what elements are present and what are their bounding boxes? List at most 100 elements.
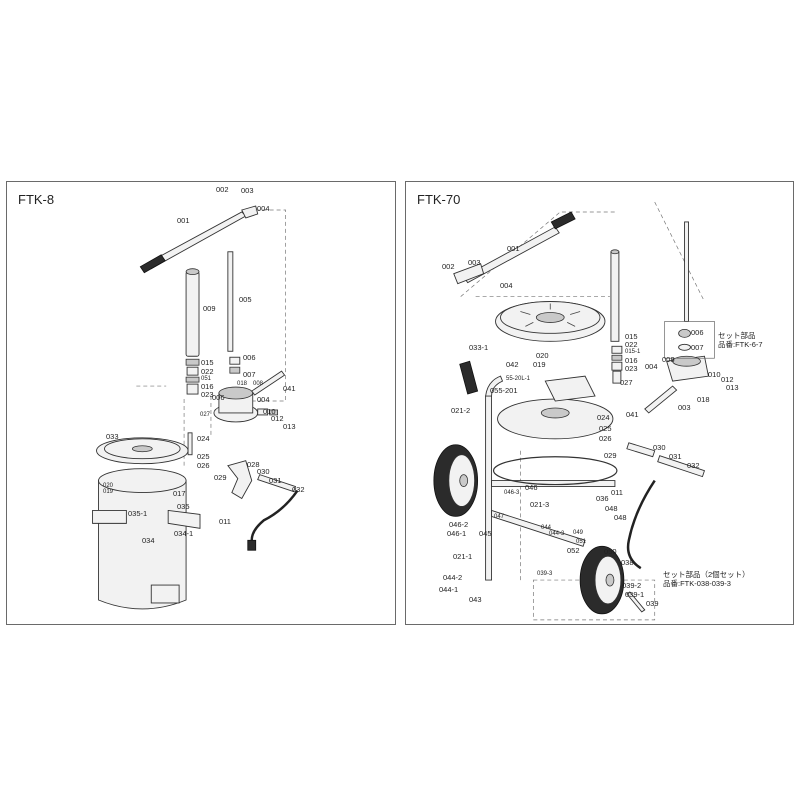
part-label: 011 <box>611 488 623 497</box>
part-label: 012 <box>721 375 734 384</box>
part-label: 022 <box>625 340 638 349</box>
part-label: 046-2 <box>449 520 469 529</box>
part-label: 010 <box>708 370 721 379</box>
part-label: 012 <box>271 414 284 423</box>
part-label: 032 <box>687 461 700 470</box>
part-label: 001 <box>507 244 520 253</box>
part-label: 020 <box>103 483 114 489</box>
part-label: 026 <box>599 434 612 443</box>
part-label: 032 <box>292 485 305 494</box>
part-label: 002 <box>442 262 455 271</box>
part-label: 051 <box>201 376 212 382</box>
part-label: 010 <box>263 407 276 416</box>
part-label: 024 <box>597 413 610 422</box>
part-label: 046-1 <box>447 529 467 538</box>
part-label: 001 <box>177 216 190 225</box>
part-label: 052 <box>567 546 580 555</box>
part-label: 051 <box>576 539 587 545</box>
part-label: 041 <box>626 410 639 419</box>
diagram-panel-ftk-70: FTK-70 <box>405 181 794 625</box>
part-label: 026 <box>197 461 210 470</box>
part-label: 038 <box>621 558 634 567</box>
part-label: 044-2 <box>443 573 463 582</box>
part-label: 004 <box>257 204 270 213</box>
note-line: セット部品（2個セット） <box>663 570 750 579</box>
part-label: 004 <box>645 362 658 371</box>
part-label: 006 <box>243 353 256 362</box>
ftk-8-exploded-drawing <box>92 205 299 610</box>
part-label: 027 <box>620 378 633 387</box>
part-label: 019 <box>533 360 546 369</box>
part-label: 055-201 <box>490 386 518 395</box>
handle-bar <box>139 205 259 274</box>
part-label: 031 <box>669 452 682 461</box>
panel-title: FTK-70 <box>417 192 461 207</box>
part-label: 002 <box>216 185 229 194</box>
part-label: 011 <box>219 517 231 526</box>
part-label: 039-2 <box>622 581 642 590</box>
part-label: 031 <box>269 476 282 485</box>
part-label: 048 <box>614 513 627 522</box>
part-label: 033-1 <box>469 343 489 352</box>
part-label: 034-1 <box>174 529 194 538</box>
part-label: 029 <box>214 473 227 482</box>
part-label: 050 <box>604 547 617 556</box>
part-label: 046 <box>525 483 538 492</box>
part-label: 015 <box>625 332 638 341</box>
panel-title: FTK-8 <box>18 192 55 207</box>
part-label: 016 <box>625 356 638 365</box>
part-label: 043 <box>469 595 482 604</box>
part-label: 047 <box>494 514 505 520</box>
part-label: 033 <box>106 432 119 441</box>
part-label: 013 <box>726 383 739 392</box>
part-label: 044 <box>541 525 552 531</box>
part-label: 030 <box>653 443 666 452</box>
part-label: 025 <box>599 424 612 433</box>
part-label: 004 <box>500 281 513 290</box>
part-label: 019 <box>103 489 114 495</box>
note-line: 品番:FTK-6-7 <box>718 340 763 350</box>
part-label: 025 <box>197 452 210 461</box>
part-label: 003 <box>241 186 254 195</box>
set-part-note: セット部品 品番:FTK-6-7 <box>718 331 763 350</box>
part-label: 035-1 <box>128 509 148 518</box>
set-part-note: セット部品（2個セット） 品番:FTK-038-039-3 <box>663 570 750 589</box>
part-label: 039 <box>646 599 659 608</box>
part-label: 039-3 <box>537 571 553 577</box>
part-label: 006 <box>691 328 704 337</box>
part-label: 023 <box>201 390 214 399</box>
diagram-panel-ftk-8: FTK-8 <box>6 181 396 625</box>
part-label: 030 <box>257 467 270 476</box>
part-label: 041 <box>283 384 296 393</box>
part-label: 007 <box>691 343 704 352</box>
part-label: 024 <box>197 434 210 443</box>
note-line: 品番:FTK-038-039-3 <box>663 579 731 589</box>
part-label: 023 <box>625 364 638 373</box>
part-label: 034 <box>142 536 155 545</box>
part-label: 029 <box>604 451 617 460</box>
part-label: 044-1 <box>439 585 459 594</box>
part-label: 028 <box>247 460 260 469</box>
part-label: 049 <box>573 530 584 536</box>
note-line: セット部品 <box>718 331 756 340</box>
part-label: 045 <box>479 529 492 538</box>
part-label: 008 <box>662 355 675 364</box>
part-label: 003 <box>468 258 481 267</box>
part-label: 003 <box>678 403 691 412</box>
part-label: 015 <box>201 358 214 367</box>
part-label: 018 <box>697 395 710 404</box>
part-label: 044-3 <box>549 531 565 537</box>
part-label: 004 <box>257 395 270 404</box>
part-label: 017 <box>173 489 186 498</box>
part-label: 016 <box>201 382 214 391</box>
part-label: 015-1 <box>625 349 641 355</box>
part-label: 048 <box>605 504 618 513</box>
part-label: 021-2 <box>451 406 471 415</box>
part-label: 022 <box>201 367 214 376</box>
part-label: 006 <box>212 393 225 402</box>
part-label: 55-20L-1 <box>506 376 531 382</box>
part-label: 021-3 <box>530 500 550 509</box>
part-label: 027 <box>200 412 211 418</box>
part-label: 013 <box>283 422 296 431</box>
part-label: 009 <box>203 304 216 313</box>
